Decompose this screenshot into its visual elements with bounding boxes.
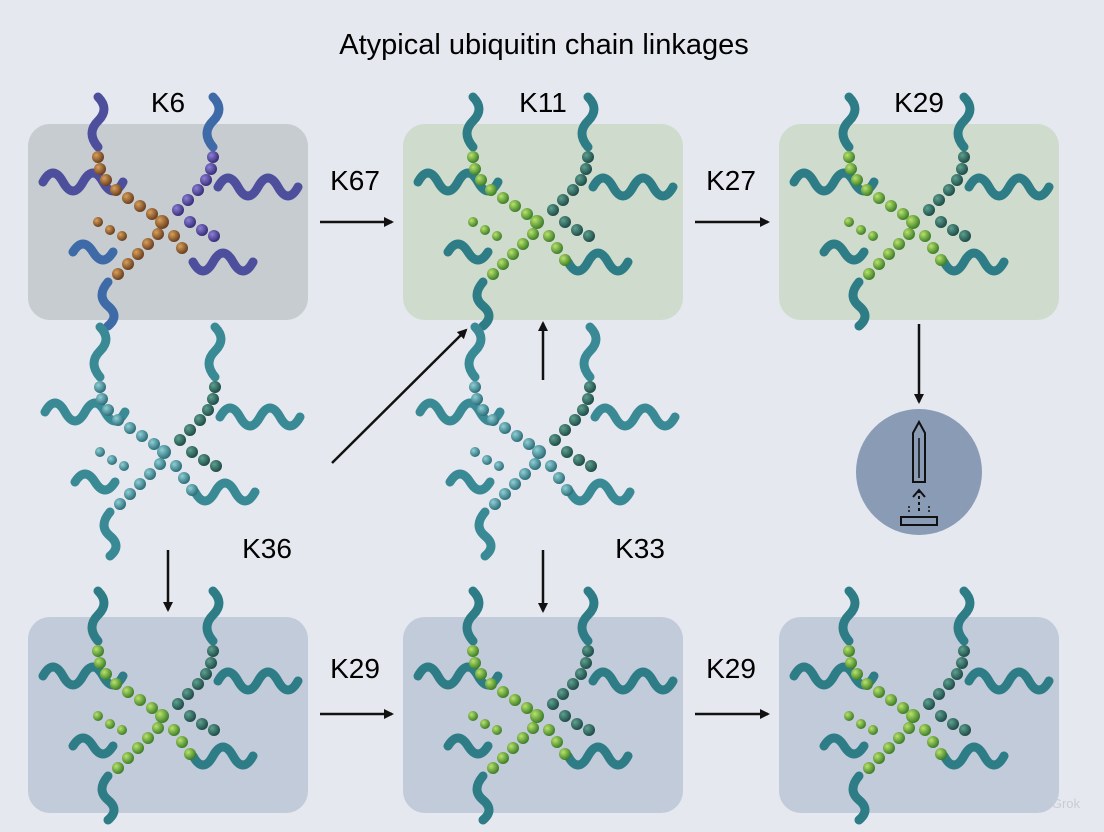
label-k29-top: K29 bbox=[894, 87, 944, 118]
teal-ubiquitin-chain bbox=[420, 327, 675, 556]
watermark: Grok bbox=[1052, 796, 1081, 811]
arrow-label-k27: K27 bbox=[706, 165, 756, 196]
label-k36: K36 bbox=[242, 533, 292, 564]
label-k33: K33 bbox=[615, 533, 665, 564]
diagram-title: Atypical ubiquitin chain linkages bbox=[339, 29, 748, 61]
label-k11: K11 bbox=[519, 87, 567, 118]
arrow-k36-to-k11 bbox=[332, 330, 466, 463]
teal-ubiquitin-chain bbox=[45, 327, 300, 556]
arrow-label-k67: K67 bbox=[330, 165, 380, 196]
label-k6: K6 bbox=[151, 87, 185, 118]
arrow-label-k29-right: K29 bbox=[706, 653, 756, 684]
arrow-label-k29-left: K29 bbox=[330, 653, 380, 684]
probe-device-icon bbox=[856, 409, 982, 535]
